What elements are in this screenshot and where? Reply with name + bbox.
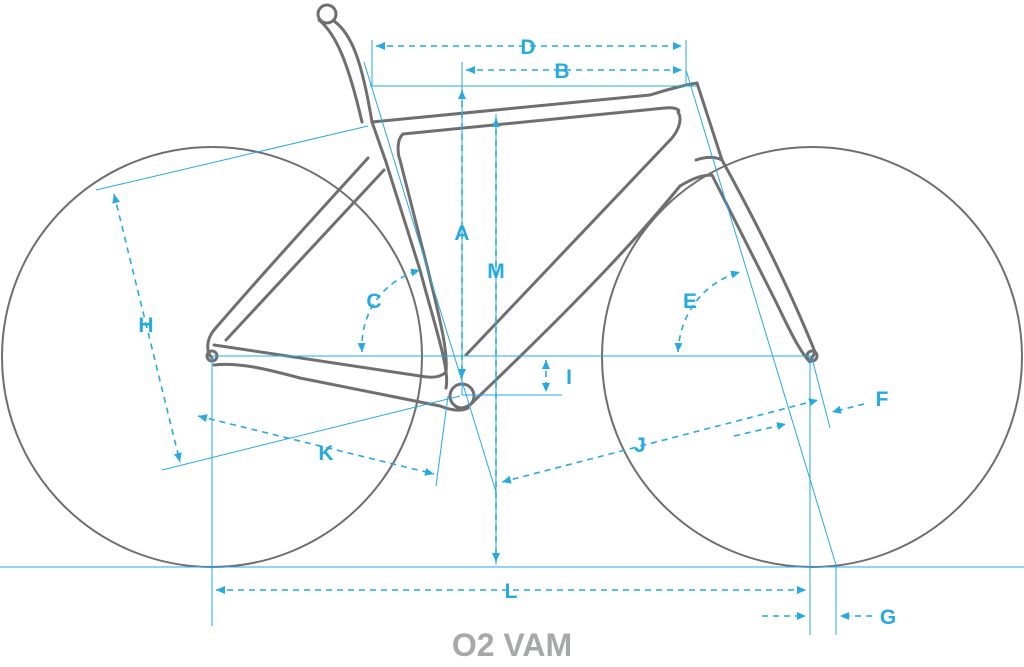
label-d: D xyxy=(520,36,535,59)
dim-j-arrow xyxy=(501,398,819,484)
chainstay-ext-line xyxy=(161,395,461,471)
dimension-labels: D B A M C E H I F J K L G xyxy=(138,36,896,629)
label-a: A xyxy=(454,222,469,245)
dim-f-arrow-left xyxy=(733,422,787,437)
label-g: G xyxy=(880,606,896,629)
rake-line xyxy=(811,357,831,429)
top-tube xyxy=(370,81,699,124)
label-m: M xyxy=(487,260,505,283)
dim-c-arc xyxy=(357,268,421,353)
seat-tube-axis xyxy=(363,61,497,493)
head-tube-axis xyxy=(685,69,837,566)
dim-f-arrow-right xyxy=(831,403,865,414)
label-k: K xyxy=(318,442,333,465)
head-tube xyxy=(695,81,724,162)
label-f: F xyxy=(876,388,889,411)
saddle-clamp xyxy=(316,3,338,25)
bike-frame xyxy=(205,3,819,412)
reach-tangent-line xyxy=(95,125,369,191)
fork xyxy=(678,158,817,364)
chain-stay xyxy=(212,362,470,412)
seatpost xyxy=(332,19,374,124)
dimension-arrows xyxy=(112,42,872,620)
dim-k-arrow xyxy=(197,414,435,476)
seat-line-ext xyxy=(435,395,449,487)
dim-e-arc xyxy=(674,270,741,353)
label-i: I xyxy=(566,366,572,389)
model-title: O2 VAM xyxy=(452,627,572,663)
seat-stay xyxy=(206,156,370,360)
label-c: C xyxy=(366,290,381,313)
label-j: J xyxy=(634,434,646,457)
dim-h-arrow xyxy=(112,193,182,463)
label-l: L xyxy=(505,580,518,603)
seat-tube xyxy=(370,120,449,390)
label-b: B xyxy=(554,60,569,83)
label-h: H xyxy=(138,314,153,337)
label-e: E xyxy=(683,290,697,313)
